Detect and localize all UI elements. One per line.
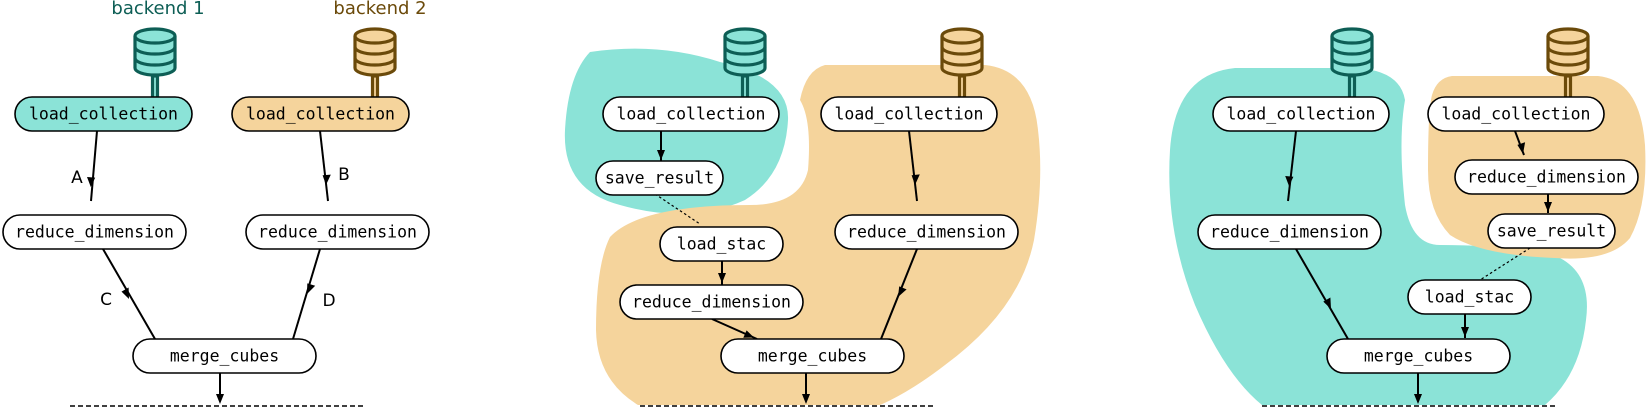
svg-text:save_result: save_result [605,169,714,188]
backend2-label: backend 2 [333,0,426,19]
edge-label-c: C [100,290,112,310]
node-reduce-dimension-right-p1: reduce_dimension [245,214,430,250]
svg-text:load_collection: load_collection [246,105,395,124]
node-reduce-dimension-left-p1: reduce_dimension [2,214,187,250]
database-icon-b1-p1 [133,27,177,100]
node-merge-cubes-p3: merge_cubes [1326,338,1511,374]
svg-text:reduce_dimension: reduce_dimension [632,293,791,312]
svg-text:save_result: save_result [1497,222,1606,241]
svg-text:load_collection: load_collection [616,105,765,124]
node-reduce-dimension-left-p3: reduce_dimension [1197,214,1382,250]
svg-text:load_collection: load_collection [1441,105,1590,124]
edge-label-a: A [71,168,83,188]
svg-text:reduce_dimension: reduce_dimension [15,223,174,242]
node-load-collection-right-p3: load_collection [1427,96,1605,132]
svg-text:merge_cubes: merge_cubes [1364,347,1473,366]
node-merge-cubes-p1: merge_cubes [132,338,317,374]
node-load-stac-p2: load_stac [659,226,784,262]
svg-text:reduce_dimension: reduce_dimension [1210,223,1369,242]
edge-label-d: D [322,291,335,311]
svg-text:merge_cubes: merge_cubes [170,347,279,366]
node-reduce-dimension-left-p2: reduce_dimension [619,284,804,320]
svg-text:load_collection: load_collection [1226,105,1375,124]
node-merge-cubes-p2: merge_cubes [720,338,905,374]
backend2-region-panel2 [596,65,1041,405]
node-save-result-p3: save_result [1487,213,1616,249]
svg-text:load_collection: load_collection [834,105,983,124]
node-load-collection-left-p3: load_collection [1212,96,1390,132]
backend1-label: backend 1 [111,0,204,19]
node-reduce-dimension-right-p2: reduce_dimension [834,214,1019,250]
node-load-collection-b1-p1: load_collection [14,96,193,132]
svg-text:reduce_dimension: reduce_dimension [847,223,1006,242]
svg-text:reduce_dimension: reduce_dimension [258,223,417,242]
edge-label-b: B [338,165,350,185]
node-load-stac-p3: load_stac [1407,279,1532,315]
svg-text:reduce_dimension: reduce_dimension [1467,168,1626,187]
node-load-collection-b2-p1: load_collection [231,96,410,132]
svg-text:merge_cubes: merge_cubes [758,347,867,366]
database-icon-b2-p1 [353,27,397,100]
svg-text:load_stac: load_stac [1425,288,1514,307]
svg-text:load_stac: load_stac [677,235,766,254]
node-load-collection-right-p2: load_collection [820,96,998,132]
node-save-result-p2: save_result [595,160,724,196]
node-load-collection-left-p2: load_collection [602,96,780,132]
svg-text:load_collection: load_collection [29,105,178,124]
node-reduce-dimension-right-p3: reduce_dimension [1454,159,1639,195]
